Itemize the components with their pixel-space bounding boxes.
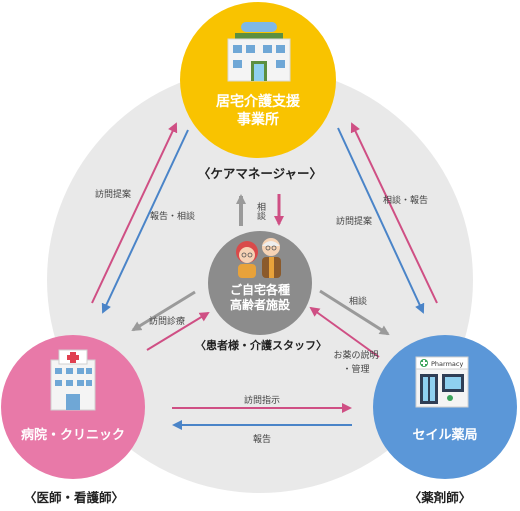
arrow-hosp-to-patient: [146, 311, 210, 351]
label-hosp-to-care: 訪問提案: [95, 190, 132, 200]
label-hosp-patient: 訪問診療: [149, 317, 186, 327]
hospital-title: 病院・クリニック: [20, 428, 125, 443]
label-pharm-to-patient-line2: ・管理: [342, 364, 370, 375]
label-care-to-pharm: 訪問提案: [336, 217, 373, 227]
arrow-care-to-hosp: [101, 129, 189, 314]
pharmacy-icon: Pharmacy: [415, 356, 469, 408]
label-pharm-to-patient: お薬の説明 ・管理: [328, 350, 384, 377]
patient-role-label: 〈患者様・介護スタッフ〉: [195, 339, 327, 352]
label-pharm-to-patient-line1: お薬の説明: [333, 351, 379, 361]
arrow-patient-to-hosp: [131, 290, 196, 332]
label-pharm-to-hosp: 報告: [253, 435, 272, 445]
patient-title: ご自宅各種 高齢者施設: [210, 283, 310, 313]
patient-title-line2: 高齢者施設: [229, 298, 290, 312]
patient-title-line1: ご自宅各種: [229, 283, 290, 297]
label-pharm-to-care: 相談・報告: [383, 196, 429, 206]
label-patient-pharm: 相談: [349, 297, 368, 307]
hospital-icon: [50, 349, 96, 411]
pharmacy-sign-text: Pharmacy: [431, 360, 463, 368]
arrow-pharm-to-care: [350, 122, 438, 304]
hospital-role-label: 〈医師・看護師〉: [23, 490, 124, 505]
arrow-patient-to-pharm: [319, 289, 390, 336]
care-title-line1: 居宅介護支援: [216, 94, 300, 110]
arrow-care-to-pharm: [337, 127, 425, 314]
care-title: 居宅介護支援 事業所: [198, 94, 318, 129]
care-role-label: 〈ケアマネージャー〉: [197, 166, 323, 181]
arrow-hosp-to-care: [91, 122, 178, 304]
elderly-couple-icon: [236, 238, 281, 278]
label-care-to-hosp: 報告・相談: [150, 212, 196, 222]
pharmacy-title: セイル薬局: [412, 428, 478, 443]
arrow-pharm-to-patient: [309, 306, 380, 358]
patient-circle: [208, 231, 312, 335]
care-title-line2: 事業所: [237, 111, 279, 128]
label-hosp-to-pharm: 訪問指示: [244, 396, 281, 406]
pharmacy-role-label: 〈薬剤師〉: [408, 490, 472, 505]
building-icon: [227, 22, 291, 82]
label-patient-care: 相談: [255, 202, 265, 220]
